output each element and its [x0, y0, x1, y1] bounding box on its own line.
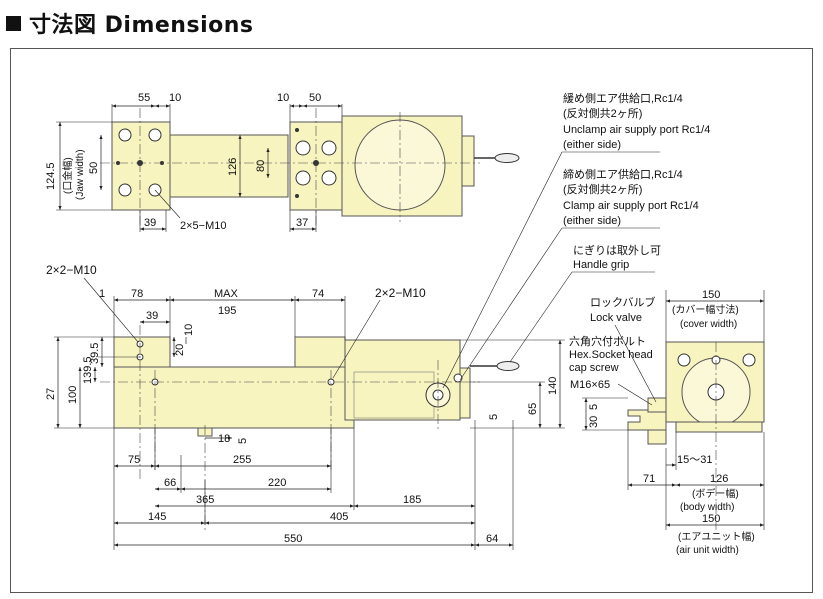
callout-text: にぎりは取外し可	[573, 243, 661, 257]
top-handle-grip	[494, 153, 520, 163]
dim-label: 2×2−M10	[375, 286, 426, 300]
dim-label: 65	[527, 403, 539, 415]
callout-text: 緩め側エア供給口,Rc1/4	[563, 91, 683, 105]
dim-label: 10	[169, 92, 181, 104]
callout-text: (反対側共2ヶ所)	[563, 106, 642, 120]
dim-label: 124.5	[45, 162, 57, 190]
dim-label: 255	[233, 454, 251, 466]
callout-text: Hex.Socket head	[569, 349, 653, 361]
dim-label: (カバー幅寸法)	[672, 303, 739, 316]
dim-label: 39	[146, 310, 158, 322]
dim-label: 2×5−M10	[180, 220, 226, 232]
front-handle-grip	[496, 361, 520, 371]
dim-label: 145	[148, 511, 166, 523]
dim-label: 64	[486, 533, 498, 545]
dim-label: MAX	[214, 288, 239, 300]
dim-label: M16×65	[570, 379, 610, 391]
callout-text: Clamp air supply port Rc1/4	[563, 200, 699, 212]
dim-label: 2×2−M10	[46, 263, 97, 277]
callout-text: Unclamp air supply port Rc1/4	[563, 124, 710, 136]
dim-label: 140	[547, 377, 559, 395]
dim-label: 5	[588, 404, 600, 410]
dim-label: (口金幅)	[61, 157, 74, 194]
dim-label: 185	[403, 494, 421, 506]
dim-label: 27	[45, 388, 57, 400]
dim-label: 100	[67, 386, 79, 404]
dim-label: 1	[99, 288, 105, 300]
side-view: 150 (カバー幅寸法) (cover width) M16×65 5 30 1…	[570, 289, 765, 556]
dim-label: 126	[227, 158, 239, 176]
dim-label: 20	[174, 344, 186, 356]
callout-text: cap screw	[569, 362, 619, 374]
dim-label: 18	[218, 433, 230, 445]
dim-label: 39	[144, 217, 156, 229]
dim-label: 550	[284, 533, 302, 545]
dim-label: 80	[255, 160, 267, 172]
dim-label: 78	[131, 288, 143, 300]
dim-label: (air unit width)	[676, 545, 739, 556]
dim-label: 50	[309, 92, 321, 104]
dim-label: 15〜31	[677, 454, 712, 466]
dim-label: (ボデー幅)	[692, 487, 739, 500]
dim-label: 30	[588, 416, 600, 428]
callout-text: Lock valve	[590, 312, 642, 324]
side-lock-block	[627, 409, 667, 431]
front-body	[113, 366, 355, 429]
callout-text: (反対側共2ヶ所)	[563, 182, 642, 196]
dim-label: 126	[710, 473, 728, 485]
dim-label: 71	[643, 473, 655, 485]
dim-label: 74	[312, 288, 324, 300]
dim-label: 50	[88, 162, 100, 174]
callout-text: Handle grip	[573, 259, 629, 271]
dim-label: 220	[268, 477, 286, 489]
dim-label: 150	[702, 513, 720, 525]
dim-label: (Jaw width)	[75, 149, 86, 200]
drawing-frame	[10, 48, 813, 593]
top-view: 55 10 10 50 124.5 (口金幅) (Jaw width) 50 1…	[45, 92, 520, 232]
dim-label: 5	[488, 414, 500, 420]
dim-label: 66	[164, 477, 176, 489]
page-title: 寸法図 Dimensions	[29, 13, 254, 38]
dim-label: 75	[128, 454, 140, 466]
front-jaw-right	[294, 336, 346, 368]
front-view: 2×2−M10 1 78 MAX 195 74 2×2−M10 39 20 10…	[45, 263, 565, 550]
front-air-unit	[344, 339, 461, 421]
dim-label: (body width)	[680, 502, 734, 513]
dim-label: 139.5	[82, 356, 94, 384]
callout-text: (either side)	[563, 139, 621, 151]
dim-label: 10	[183, 324, 195, 336]
section-header: 寸法図 Dimensions	[6, 8, 253, 38]
dim-label: 150	[702, 289, 720, 301]
dim-label: 37	[296, 217, 308, 229]
dim-label: 195	[218, 305, 236, 317]
header-square-icon	[6, 15, 21, 31]
callouts: 緩め側エア供給口,Rc1/4 (反対側共2ヶ所) Unclamp air sup…	[442, 91, 710, 403]
callout-text: 締め側エア供給口,Rc1/4	[563, 167, 683, 181]
dim-label: (cover width)	[680, 319, 737, 330]
callout-text: ロックバルブ	[590, 295, 655, 309]
dim-label: 405	[330, 511, 348, 523]
dim-label: 5	[237, 438, 249, 444]
dim-label: 365	[196, 494, 214, 506]
callout-text: 六角穴付ボルト	[569, 334, 646, 348]
callout-text: (either side)	[563, 215, 621, 227]
dim-label: 10	[277, 92, 289, 104]
dim-label: (エアユニット幅)	[678, 530, 755, 543]
dim-label: 39.5	[89, 343, 101, 364]
top-side-block	[461, 135, 475, 187]
dim-label: 55	[138, 92, 150, 104]
